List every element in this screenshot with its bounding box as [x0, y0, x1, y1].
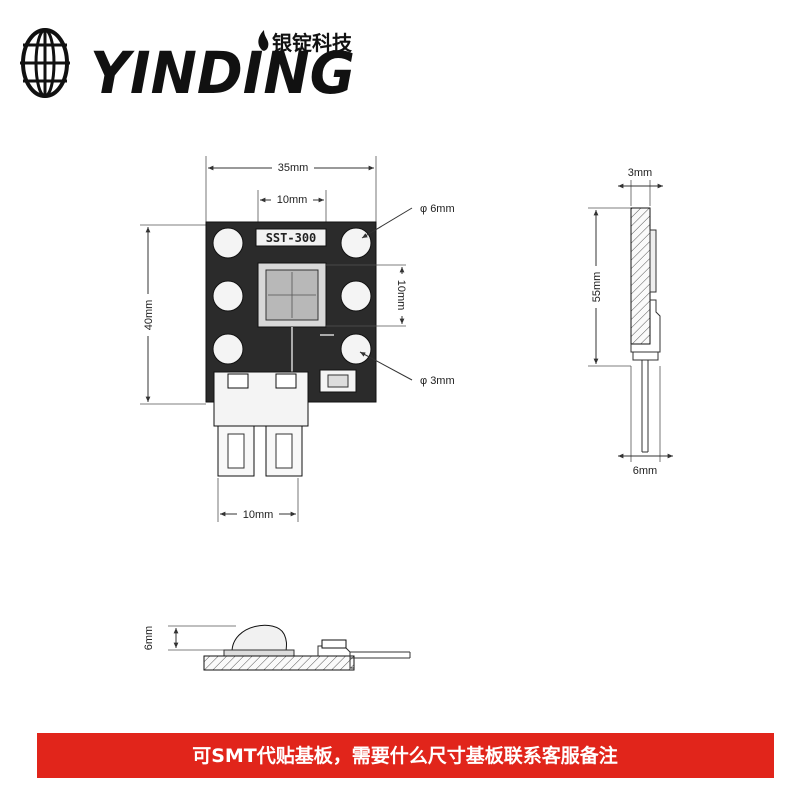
front-view: 35mm 10mm 40mm SST-300 — [140, 156, 455, 522]
mounting-hole — [212, 280, 244, 312]
mounting-hole — [212, 333, 244, 365]
chip-width-label: 10mm — [277, 194, 308, 206]
model-label: SST-300 — [266, 231, 317, 245]
hole-small-leader — [359, 351, 413, 381]
brand-name: YINDING — [90, 39, 355, 107]
banner-text: 可SMT代贴基板，需要什么尺寸基板联系客服备注 — [192, 744, 618, 767]
chip-height-label: 10mm — [395, 280, 407, 311]
flame-icon — [258, 30, 269, 51]
hole-large-label: φ 6mm — [420, 203, 455, 215]
mounting-hole — [340, 227, 372, 259]
hole-small-label: φ 3mm — [420, 375, 455, 387]
side-view: 3mm 55mm 6mm — [588, 167, 673, 477]
side-board — [630, 207, 651, 345]
brand-name-cn: 银锭科技 — [272, 31, 353, 55]
thickness-label: 3mm — [628, 167, 652, 179]
terminal-pitch-label: 10mm — [243, 509, 274, 521]
mounting-hole — [340, 280, 372, 312]
brand-logo: YINDING 银锭科技 — [20, 28, 355, 107]
globe-icon — [20, 28, 70, 98]
side-depth-label: 6mm — [633, 465, 657, 477]
profile-board — [203, 655, 355, 671]
profile-view: 6mm — [143, 624, 411, 671]
hole-large-leader — [361, 207, 413, 239]
side-height-label: 55mm — [591, 272, 603, 303]
banner-background — [37, 733, 774, 778]
height-label: 40mm — [143, 300, 155, 331]
promo-banner: 可SMT代贴基板，需要什么尺寸基板联系客服备注 — [37, 733, 774, 778]
mounting-hole — [340, 333, 372, 365]
mounting-hole — [212, 227, 244, 259]
lens-dome — [231, 624, 287, 653]
width-label: 35mm — [278, 162, 309, 174]
dome-height-label: 6mm — [143, 626, 155, 650]
